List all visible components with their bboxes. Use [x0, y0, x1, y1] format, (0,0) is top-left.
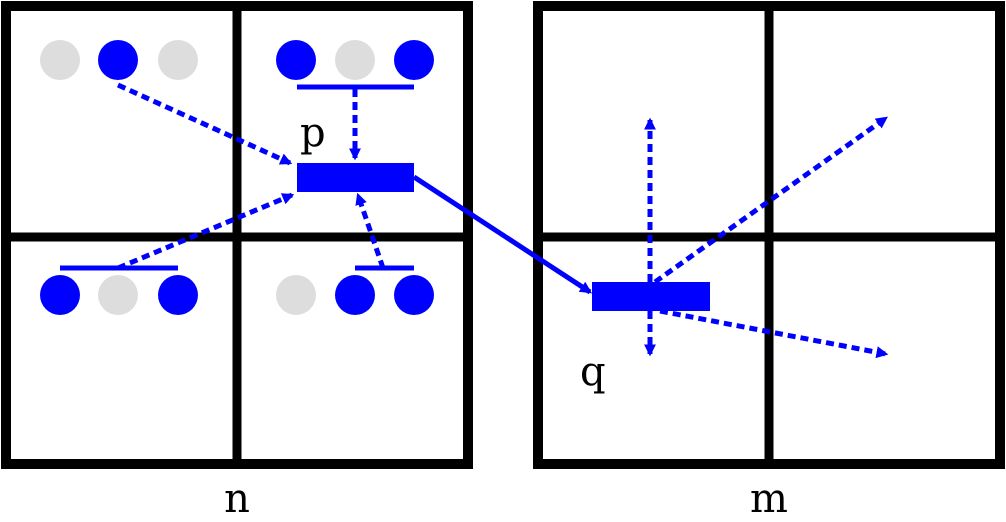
- dot-tl-1: [40, 40, 80, 80]
- dot-tr-2: [335, 40, 375, 80]
- grid-n: [1, 1, 473, 469]
- dot-tl-2: [98, 40, 138, 80]
- dot-br-1: [276, 275, 316, 315]
- dot-tr-1: [276, 40, 316, 80]
- dots-top-left: [40, 40, 198, 80]
- grid-m: [533, 1, 1005, 469]
- label-q: q: [580, 349, 606, 395]
- dots-bottom-left: [40, 275, 198, 315]
- dots-top-right: [276, 40, 434, 80]
- arrow-p-to-q: [412, 174, 593, 295]
- dot-bl-3: [158, 275, 198, 315]
- incoming-arrows: [116, 82, 386, 271]
- arrow-tl-to-p: [116, 82, 293, 166]
- dot-bl-1: [40, 275, 80, 315]
- outgoing-arrows: [644, 115, 889, 359]
- node-p: [297, 163, 414, 192]
- dot-bl-2: [98, 275, 138, 315]
- dot-tr-3: [394, 40, 434, 80]
- label-m: m: [750, 476, 788, 522]
- arrow-br-to-p: [355, 192, 386, 269]
- label-n: n: [224, 476, 250, 522]
- arrow-bl-to-p: [117, 192, 295, 271]
- label-p: p: [300, 110, 326, 156]
- dot-br-2: [335, 275, 375, 315]
- node-q: [592, 282, 710, 311]
- dot-tl-3: [158, 40, 198, 80]
- dot-br-3: [394, 275, 434, 315]
- arrow-q-upper-right: [653, 115, 888, 285]
- dots-bottom-right: [276, 275, 434, 315]
